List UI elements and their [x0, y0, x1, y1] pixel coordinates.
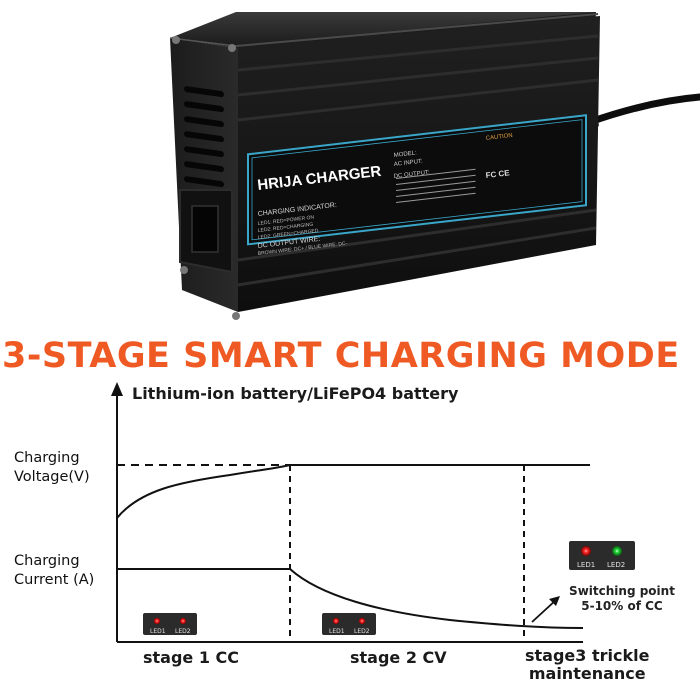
screw — [180, 266, 188, 274]
led1-label: LED1 — [150, 628, 166, 635]
switching-point-arrow-line — [531, 599, 557, 623]
charger-product-image: HRIJA CHARGER CHARGING INDICATOR: LED1: … — [169, 12, 700, 320]
current-axis-label: Charging Current (A) — [14, 552, 94, 590]
led1-label: LED1 — [577, 561, 595, 569]
charging-diagram: LED1 LED2 LED1 LED2 LED1 LED2 — [111, 382, 635, 643]
stage3-label-line2: maintenance — [528, 664, 646, 683]
ac-input-label: AC INPUT: — [394, 159, 424, 168]
led-indicator-stage1 — [143, 613, 197, 635]
y-axis-arrow — [111, 382, 123, 396]
voltage-label-line2: Voltage(V) — [14, 469, 90, 485]
current-label-line1: Charging — [14, 553, 80, 569]
led2-red-light — [179, 617, 187, 625]
stage2-label: stage 2 CV — [350, 648, 447, 667]
switching-point-line1: Switching point — [569, 584, 675, 598]
stage1-label: stage 1 CC — [143, 648, 240, 667]
led1-red-light — [581, 546, 591, 556]
screw — [172, 36, 180, 44]
caution-title: CAUTION — [486, 133, 514, 142]
voltage-axis-label: Charging Voltage(V) — [14, 449, 90, 487]
led-indicator-stage2 — [322, 613, 376, 635]
led2-red-light — [358, 617, 366, 625]
led2-label: LED2 — [175, 628, 191, 635]
screw — [232, 312, 240, 320]
voltage-curve — [116, 464, 291, 519]
spec-grid — [396, 168, 476, 203]
cert-marks: FC CE — [485, 168, 511, 180]
led2-green-light — [612, 546, 622, 556]
model-label: MODEL: — [394, 150, 418, 159]
power-cable — [586, 93, 700, 126]
diagram-title: 3-STAGE SMART CHARGING MODE — [2, 336, 680, 376]
led1-red-light — [153, 617, 161, 625]
current-label-line2: Current (A) — [14, 572, 95, 588]
dc-output-label: DC OUTPUT: — [394, 170, 431, 180]
switching-point-label: Switching point 5-10% of CC — [557, 584, 687, 614]
screw — [228, 44, 236, 52]
stage3-label: stage3 trickle maintenance — [525, 647, 649, 683]
stage3-label-line1: stage3 trickle — [525, 646, 650, 665]
label-panel — [247, 114, 587, 246]
current-decay-curve — [289, 568, 584, 629]
led1-red-light — [332, 617, 340, 625]
led1-label: LED1 — [329, 628, 345, 635]
switching-point-arrowhead — [549, 596, 560, 606]
led2-label: LED2 — [354, 628, 370, 635]
switching-point-line2: 5-10% of CC — [581, 599, 663, 613]
led2-label: LED2 — [607, 561, 625, 569]
diagram-subtitle: Lithium-ion battery/LiFePO4 battery — [132, 384, 459, 403]
voltage-label-line1: Charging — [14, 450, 80, 466]
led-indicator-stage3 — [569, 541, 635, 570]
